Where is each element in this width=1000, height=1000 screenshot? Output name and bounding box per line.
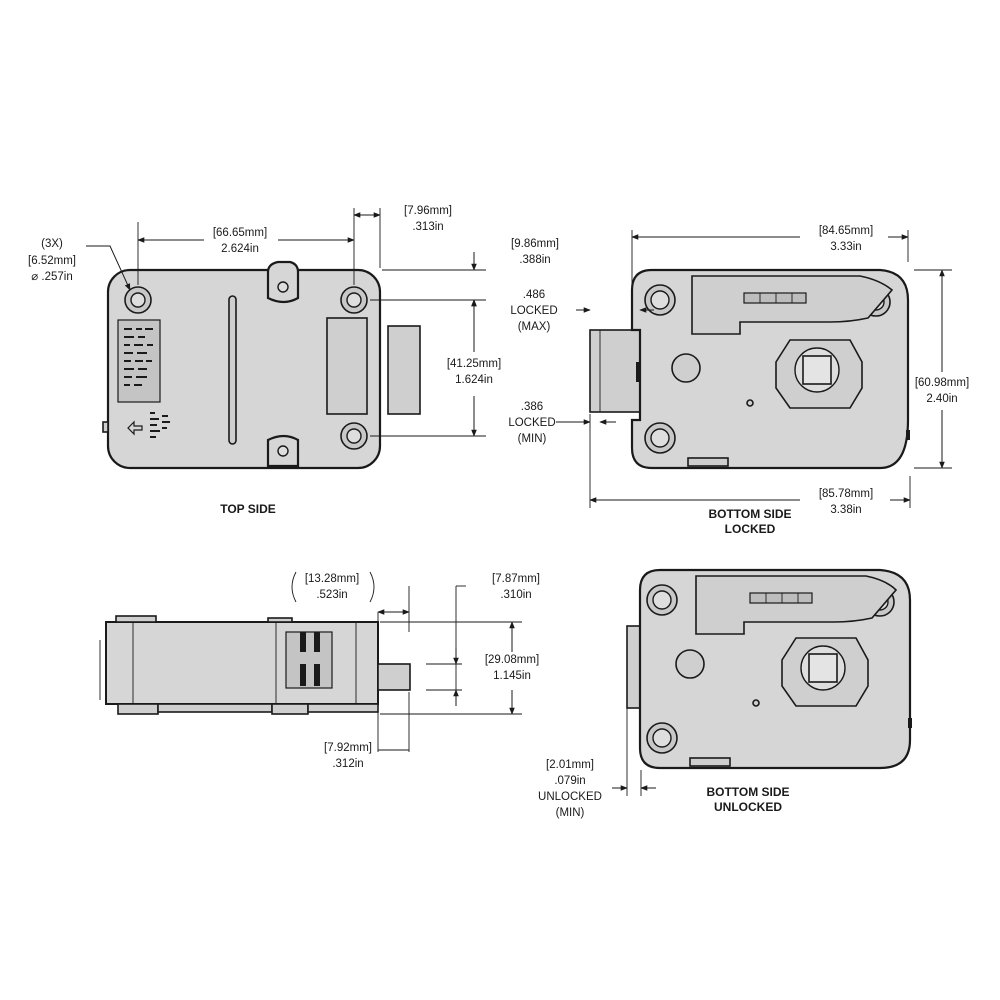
caption-bottom-locked-2: LOCKED	[725, 522, 776, 536]
dim-bottom-width-mm: [84.65mm]	[819, 225, 873, 237]
locked-lever	[691, 275, 894, 335]
bottom-tab	[687, 457, 729, 467]
dim-hole-vertical: [9.86mm] .388in [41.25mm] 1.624in	[370, 238, 559, 437]
dim-unlock-mm: [2.01mm]	[546, 759, 594, 771]
dim-side-a-in: .523in	[316, 589, 347, 601]
dim-side-c-mm: [7.92mm]	[324, 742, 372, 754]
internal-gear	[285, 631, 333, 689]
dim-bottom-width-in: 3.33in	[830, 241, 861, 253]
dim-side-h-in: 1.145in	[493, 670, 531, 682]
dim-hole-span-mm: [41.25mm]	[447, 358, 501, 370]
caption-top-side: TOP SIDE	[220, 502, 276, 516]
dim-locked-max-l2: (MAX)	[518, 321, 551, 333]
caption-bottom-locked-1: BOTTOM SIDE	[708, 507, 791, 521]
dim-overall-mm: [85.78mm]	[819, 488, 873, 500]
dim-hole-spacing: [66.65mm] 2.624in	[137, 208, 355, 285]
unlocked-lever	[695, 575, 898, 635]
arrow-icon	[127, 420, 143, 436]
dim-offset-in: .313in	[412, 221, 443, 233]
caption-bottom-unlocked-2: UNLOCKED	[714, 800, 782, 814]
dim-offset-mm: [7.96mm]	[404, 205, 452, 217]
dim-hole-in: ⌀ .257in	[31, 271, 72, 283]
locked-boss	[671, 353, 701, 383]
dim-hole-size: (3X) [6.52mm] ⌀ .257in	[28, 238, 131, 291]
bolt-extended	[589, 329, 641, 413]
dim-side-b-in: .310in	[500, 589, 531, 601]
dim-side-c-in: .312in	[332, 758, 363, 770]
dim-edge-offset: [7.96mm] .313in	[353, 205, 452, 268]
dim-side-h-mm: [29.08mm]	[485, 654, 539, 666]
dim-unlock-in: .079in	[554, 775, 585, 787]
spindle-square	[802, 355, 832, 385]
ear-hole-bottom	[277, 445, 289, 457]
dim-unlock-l2: (MIN)	[556, 807, 585, 819]
side-view: [13.28mm] .523in [7.87mm] .310in [29.08m…	[99, 571, 540, 770]
caption-bottom-unlocked-1: BOTTOM SIDE	[706, 785, 789, 799]
side-nub	[102, 421, 109, 433]
dim-hole-mm: [6.52mm]	[28, 255, 76, 267]
dim-locked-min-l2: (MIN)	[518, 433, 547, 445]
ear-hole-top	[277, 281, 289, 293]
dim-height-mm: [60.98mm]	[915, 377, 969, 389]
top-side-view: TOP SIDE (3X) [6.52mm] ⌀ .257in [66.65mm…	[28, 205, 559, 516]
bolt-pad	[326, 317, 368, 415]
lock-body-side	[105, 621, 379, 705]
lock-body-top	[106, 268, 382, 470]
dim-hole-qty: (3X)	[41, 238, 63, 250]
dim-side-a-mm: [13.28mm]	[305, 573, 359, 585]
center-slot	[228, 295, 237, 445]
dim-locked-max-val: .486	[523, 289, 545, 301]
bottom-unlocked-view: [2.01mm] .079in UNLOCKED (MIN) BOTTOM SI…	[538, 568, 912, 819]
dim-height-in: 2.40in	[926, 393, 957, 405]
unlocked-boss	[675, 649, 705, 679]
dim-hole-span-in: 1.624in	[455, 374, 493, 386]
dim-hole-edge-mm: [9.86mm]	[511, 238, 559, 250]
bottom-locked-view: [84.65mm] 3.33in [60.98mm] 2.40in [85.78…	[508, 225, 969, 536]
dim-side-b-mm: [7.87mm]	[492, 573, 540, 585]
dim-width-mm: [66.65mm]	[213, 227, 267, 239]
dim-unlock-l1: UNLOCKED	[538, 791, 602, 803]
dim-locked-max-l1: LOCKED	[510, 305, 557, 317]
bolt-side	[377, 663, 411, 691]
dim-locked-min-val: .386	[521, 401, 543, 413]
dim-width-in: 2.624in	[221, 243, 259, 255]
dim-overall-in: 3.38in	[830, 504, 861, 516]
dim-locked-min-l1: LOCKED	[508, 417, 555, 429]
bolt-stub	[387, 325, 421, 415]
label-text-marks	[124, 328, 170, 438]
dim-hole-edge-in: .388in	[519, 254, 550, 266]
